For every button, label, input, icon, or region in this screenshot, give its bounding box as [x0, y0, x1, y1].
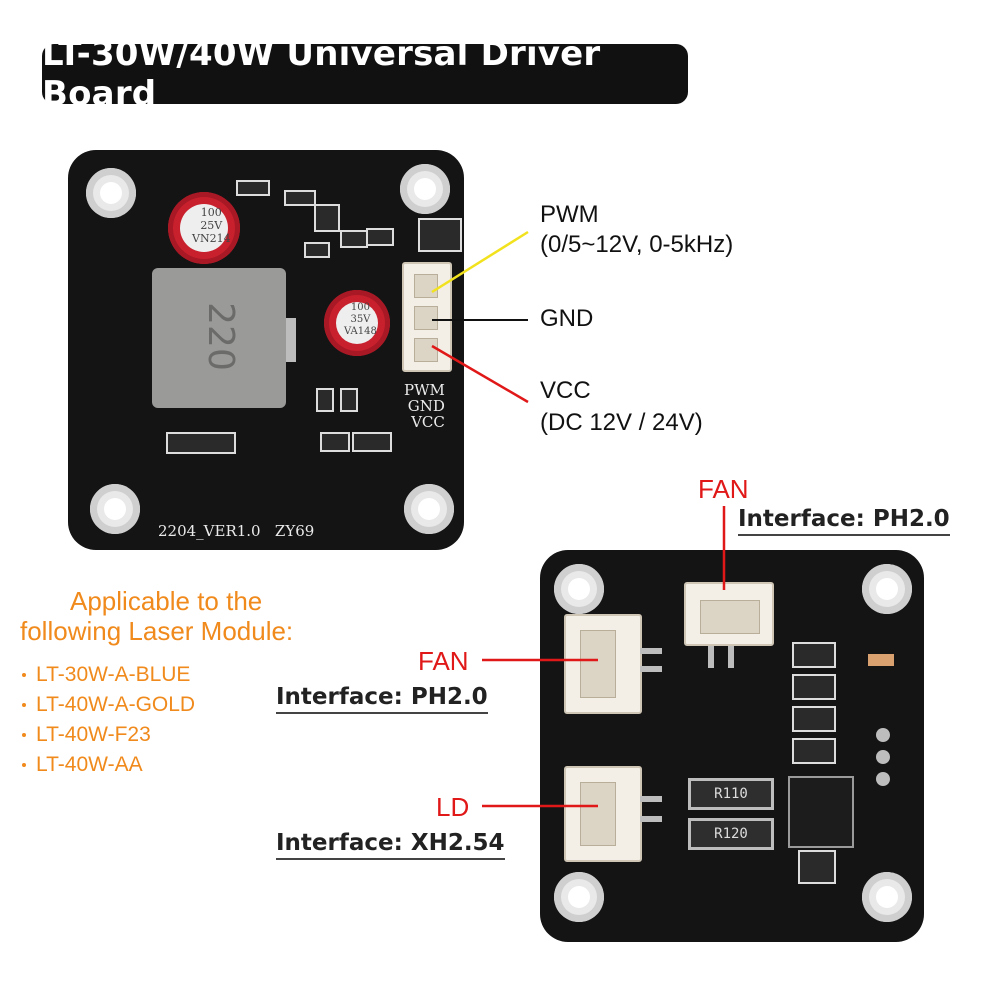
- module-name: LT-40W-A-GOLD: [36, 693, 196, 716]
- mount-hole: [554, 872, 604, 922]
- smd-component: [792, 738, 836, 764]
- smd-component: [166, 432, 236, 454]
- list-item: LT-40W-AA: [22, 750, 195, 780]
- bullet-icon: [22, 763, 26, 768]
- pwm-spec: (0/5~12V, 0-5kHz): [540, 231, 734, 258]
- smd-component: [418, 218, 462, 252]
- silk-pin-label: PWM: [404, 381, 445, 399]
- fan-connector-top: [684, 582, 774, 646]
- fan-top-label: FAN: [698, 474, 749, 504]
- smd-component: [340, 388, 358, 412]
- bullet-icon: [22, 703, 26, 708]
- smd-component: [320, 432, 350, 452]
- cap-label: 35V: [350, 314, 371, 325]
- pwm-gnd-vcc-connector: [402, 262, 452, 372]
- module-name: LT-30W-A-BLUE: [36, 663, 191, 686]
- smd-component: [792, 674, 836, 700]
- module-name: LT-40W-AA: [36, 753, 143, 776]
- inductor-label: 220: [199, 302, 241, 371]
- module-name: LT-40W-F23: [36, 723, 151, 746]
- module-list: LT-30W-A-BLUE LT-40W-A-GOLD LT-40W-F23 L…: [22, 660, 195, 780]
- fan-connector-left: [564, 614, 642, 714]
- smd-component: [352, 432, 392, 452]
- mount-hole: [862, 564, 912, 614]
- capacitor: [324, 290, 390, 356]
- capacitor: [168, 192, 240, 264]
- mount-hole: [86, 168, 136, 218]
- cap-label: 25V: [200, 219, 223, 232]
- cap-label: 100: [200, 206, 222, 219]
- smd-component: [314, 204, 340, 232]
- driver-board-front: 100 25V VN214 220 100 35V VA148 PWM GND …: [68, 150, 464, 550]
- applicable-heading-line2: following Laser Module:: [20, 616, 294, 646]
- gnd-label: GND: [540, 305, 594, 332]
- smd-component: [366, 228, 394, 246]
- pwm-label: PWM: [540, 201, 599, 228]
- bullet-icon: [22, 673, 26, 678]
- mount-hole: [404, 484, 454, 534]
- smd-component: [340, 230, 368, 248]
- silk-pin-label: VCC: [411, 413, 445, 431]
- inductor-pad: [286, 318, 296, 362]
- mosfet: [788, 776, 854, 848]
- smd-component: [236, 180, 270, 196]
- page-title: LT-30W/40W Universal Driver Board: [42, 34, 688, 114]
- version-silk: 2204_VER1.0 ZY69: [158, 522, 315, 540]
- cap-label: VN214: [192, 232, 231, 245]
- bullet-icon: [22, 733, 26, 738]
- silk-pin-label: GND: [407, 397, 445, 415]
- smd-component: [316, 388, 334, 412]
- fan-top-interface: Interface: PH2.0: [738, 506, 950, 536]
- smd-component: [284, 190, 316, 206]
- ld-label: LD: [436, 792, 470, 822]
- vcc-label: VCC: [540, 377, 591, 404]
- resistor: R110: [688, 778, 774, 810]
- mount-hole: [554, 564, 604, 614]
- ld-connector: [564, 766, 642, 862]
- list-item: LT-30W-A-BLUE: [22, 660, 195, 690]
- smd-component: [792, 706, 836, 732]
- resistor: R120: [688, 818, 774, 850]
- cap-label: VA148: [344, 326, 377, 337]
- driver-board-back: R110 R120: [540, 550, 924, 942]
- smd-component: [792, 642, 836, 668]
- cap-label: 100: [350, 302, 370, 313]
- fan-left-interface: Interface: PH2.0: [276, 684, 488, 714]
- smd-pad: [868, 654, 894, 666]
- applicable-heading-line1: Applicable to the: [70, 586, 263, 616]
- smd-component: [798, 850, 836, 884]
- list-item: LT-40W-A-GOLD: [22, 690, 195, 720]
- ld-interface: Interface: XH2.54: [276, 830, 505, 860]
- mount-hole: [400, 164, 450, 214]
- fan-left-label: FAN: [418, 646, 469, 676]
- smd-component: [304, 242, 330, 258]
- list-item: LT-40W-F23: [22, 720, 195, 750]
- inductor: 220: [152, 268, 286, 408]
- vcc-spec: (DC 12V / 24V): [540, 409, 703, 436]
- mount-hole: [862, 872, 912, 922]
- mount-hole: [90, 484, 140, 534]
